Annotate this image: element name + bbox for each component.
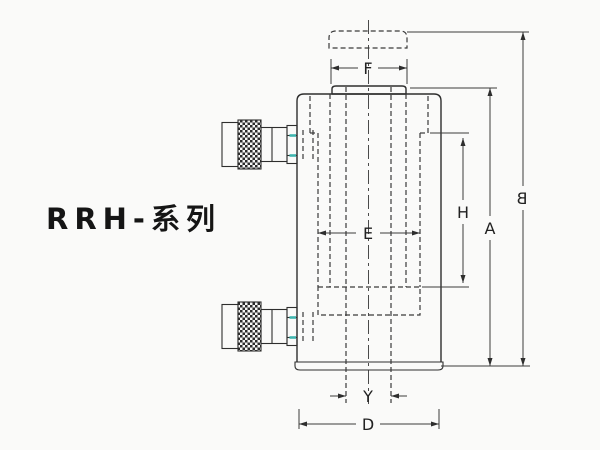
dimension-label-A: A (485, 219, 496, 238)
coupler-body (260, 308, 288, 345)
extended-saddle-outline (328, 30, 408, 49)
coupler-body (260, 126, 288, 163)
dimension-F: F (330, 59, 408, 84)
dimension-A: A (410, 87, 497, 366)
oil-port-hidden-lines (302, 130, 314, 341)
piston-head-hidden (317, 286, 421, 316)
dimension-label-D: D (362, 415, 374, 434)
dimension-D: D (298, 409, 440, 434)
counterbore-hidden-lines (309, 96, 429, 134)
dimension-label-E: E (363, 224, 373, 243)
dimension-B: B (407, 31, 530, 367)
coupler-nut (286, 124, 298, 165)
hydraulic-coupler-lower (221, 301, 298, 352)
dimension-label-B: B (517, 189, 528, 208)
coupler-nut (286, 306, 298, 347)
coupler-seal-mark (289, 154, 296, 157)
center-hole-hidden-lines (345, 87, 392, 403)
dimension-label-F: F (363, 59, 372, 78)
coupler-cap (221, 303, 239, 350)
base-flange (294, 361, 444, 371)
coupler-seal-mark (289, 316, 296, 319)
coupler-cap (221, 121, 239, 168)
dimension-label-H: H (457, 203, 469, 222)
dimension-E: E (318, 224, 420, 243)
coupler-seal-mark (289, 336, 296, 339)
cylinder-body (296, 93, 442, 362)
hydraulic-coupler-upper (221, 119, 298, 170)
dimension-label-Y: Y (362, 387, 373, 406)
dimension-Y: Y (330, 387, 407, 406)
coupler-knurl (237, 301, 262, 352)
bore-hidden-lines (317, 133, 421, 287)
coupler-seal-mark (289, 134, 296, 137)
dimension-H: H (422, 132, 469, 288)
plunger-hidden-lines (329, 94, 407, 287)
series-title: RRH-系列 (46, 202, 221, 236)
coupler-knurl (237, 119, 262, 170)
saddle (331, 85, 407, 95)
